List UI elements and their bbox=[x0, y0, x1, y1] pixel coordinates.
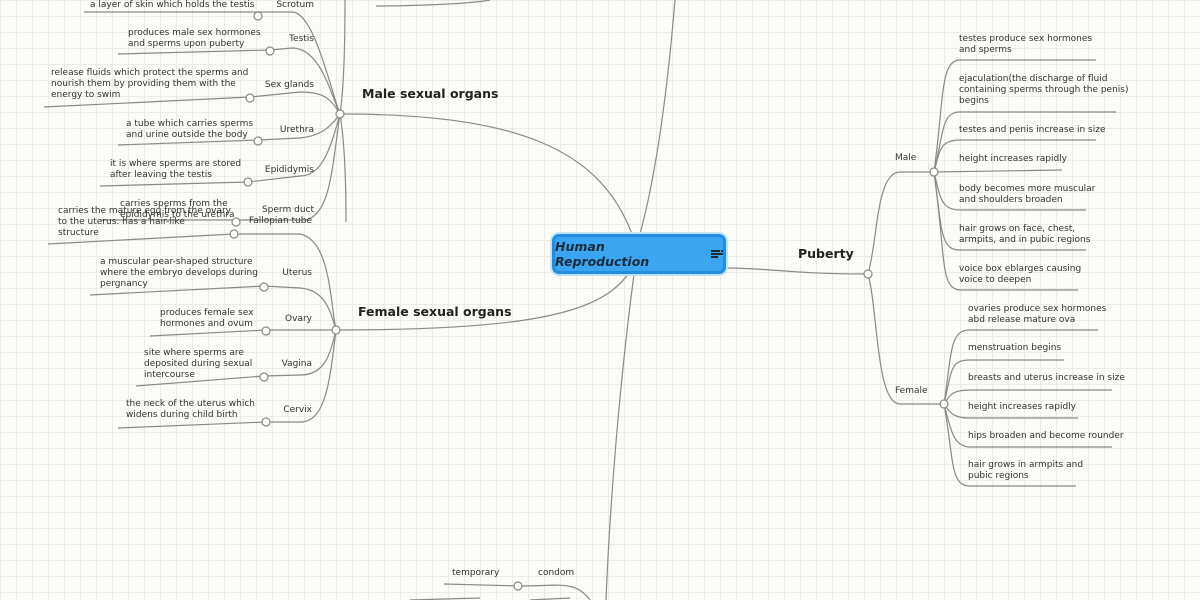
organ-uterus[interactable]: Uterus bbox=[282, 268, 312, 278]
organ-ovary[interactable]: Ovary bbox=[285, 314, 312, 324]
root-topic-human-reproduction[interactable]: Human Reproduction bbox=[552, 234, 726, 274]
connector-root-bottom bbox=[605, 273, 635, 600]
desc-uterus[interactable]: a muscular pear-shaped structure where t… bbox=[100, 257, 258, 289]
puberty-female-item[interactable]: ovaries produce sex hormones abd release… bbox=[968, 304, 1107, 325]
puberty-male-item[interactable]: voice box eblarges causing voice to deep… bbox=[959, 264, 1082, 285]
desc-testis[interactable]: produces male sex hormones and sperms up… bbox=[128, 28, 261, 49]
organ-epididymis[interactable]: Epididymis bbox=[264, 165, 314, 175]
organ-scrotum[interactable]: Scrotum bbox=[276, 0, 314, 10]
puberty-male-label[interactable]: Male bbox=[895, 153, 917, 163]
puberty-female-item[interactable]: hair grows in armpits and pubic regions bbox=[968, 460, 1084, 481]
organ-testis[interactable]: Testis bbox=[289, 34, 314, 44]
organ-urethra[interactable]: Urethra bbox=[279, 125, 314, 135]
desc-urethra[interactable]: a tube which carries sperms and urine ou… bbox=[126, 119, 254, 140]
contraception-condom-type[interactable]: temporary bbox=[452, 568, 500, 578]
puberty-female-item[interactable]: height increases rapidly bbox=[968, 402, 1076, 412]
puberty-male-item[interactable]: body becomes more muscular and shoulders… bbox=[959, 184, 1096, 205]
organ-sex-glands[interactable]: Sex glands bbox=[264, 80, 314, 90]
puberty-male-item[interactable]: testes produce sex hormones and sperms bbox=[959, 34, 1093, 55]
connector-root-puberty bbox=[725, 267, 869, 275]
organ-cervix[interactable]: Cervix bbox=[283, 405, 312, 415]
desc-sperm-duct[interactable]: carries sperms from the epididymis to th… bbox=[120, 199, 235, 220]
puberty-female-item[interactable]: menstruation begins bbox=[968, 343, 1062, 353]
connector-root-female bbox=[335, 273, 629, 331]
node-circle-puberty bbox=[863, 269, 873, 279]
puberty-male-item[interactable]: height increases rapidly bbox=[959, 154, 1067, 164]
puberty-male-item[interactable]: hair grows on face, chest, armpits, and … bbox=[959, 224, 1091, 245]
puberty-male-item[interactable]: ejaculation(the discharge of fluid conta… bbox=[959, 74, 1129, 106]
organ-fallopian-tube[interactable]: Fallopian tube bbox=[248, 216, 312, 226]
connector-male-lower bbox=[339, 113, 347, 223]
puberty-female-item[interactable]: breasts and uterus increase in size bbox=[968, 373, 1125, 383]
branch-male-sexual-organs[interactable]: Male sexual organs bbox=[362, 86, 499, 101]
puberty-female-label[interactable]: Female bbox=[895, 386, 928, 396]
organ-vagina[interactable]: Vagina bbox=[281, 359, 312, 369]
puberty-female-item[interactable]: hips broaden and become rounder bbox=[968, 431, 1124, 441]
contraception-condom[interactable]: condom bbox=[538, 568, 575, 578]
branch-female-sexual-organs[interactable]: Female sexual organs bbox=[358, 304, 512, 319]
connector-root-top bbox=[639, 0, 676, 235]
desc-cervix[interactable]: the neck of the uterus which widens duri… bbox=[126, 399, 256, 420]
desc-ovary[interactable]: produces female sex hormones and ovum bbox=[160, 308, 254, 329]
connector-root-male bbox=[339, 113, 633, 235]
node-circle-female bbox=[331, 325, 341, 335]
desc-fallopian-tube[interactable]: carries the mature egg from the ovary to… bbox=[58, 206, 231, 238]
desc-epididymis[interactable]: it is where sperms are stored after leav… bbox=[110, 159, 242, 180]
desc-sex-glands[interactable]: release fluids which protect the sperms … bbox=[51, 68, 249, 100]
desc-scrotum[interactable]: a layer of skin which holds the testis bbox=[90, 0, 255, 10]
notes-icon[interactable] bbox=[711, 249, 724, 259]
puberty-male-item[interactable]: testes and penis increase in size bbox=[959, 125, 1106, 135]
node-circle-male bbox=[335, 109, 345, 119]
branch-puberty[interactable]: Puberty bbox=[798, 246, 854, 261]
organ-sperm-duct[interactable]: Sperm duct bbox=[261, 205, 314, 215]
root-topic-title: Human Reproduction bbox=[555, 239, 650, 269]
connector-male-upper bbox=[339, 0, 346, 115]
desc-vagina[interactable]: site where sperms are deposited during s… bbox=[144, 348, 253, 380]
